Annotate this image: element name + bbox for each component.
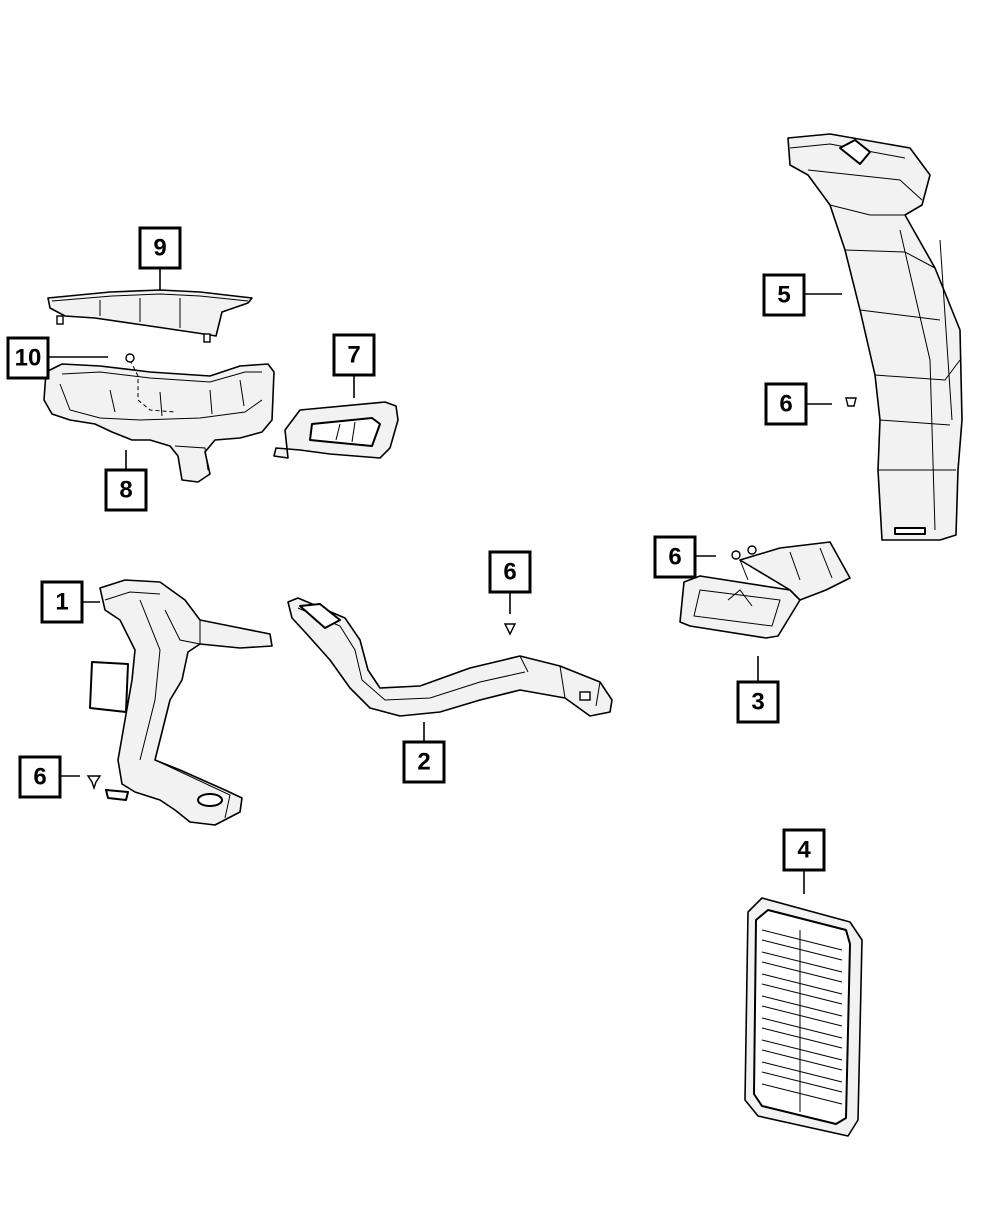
part-9-cover bbox=[47, 289, 253, 343]
callout-4-label: 4 bbox=[797, 837, 811, 864]
callout-3-label: 3 bbox=[751, 689, 764, 716]
callout-6-upper-right: 6 bbox=[764, 382, 808, 426]
callout-6-outlet-label: 6 bbox=[668, 544, 681, 571]
callout-7: 7 bbox=[332, 333, 376, 377]
callout-10-label: 10 bbox=[15, 345, 42, 372]
part-5-duct bbox=[787, 133, 963, 541]
callout-6-lower-left: 6 bbox=[18, 755, 62, 799]
callout-6-middle: 6 bbox=[488, 550, 532, 594]
callout-5: 5 bbox=[762, 273, 806, 317]
callout-6-middle-label: 6 bbox=[503, 559, 516, 586]
callout-5-label: 5 bbox=[777, 282, 790, 309]
fastener-6-top bbox=[845, 397, 857, 407]
callout-3: 3 bbox=[736, 680, 780, 724]
part-3-outlet bbox=[679, 541, 851, 639]
callout-8: 8 bbox=[104, 468, 148, 512]
part-7-bracket bbox=[273, 401, 399, 459]
part-8-housing bbox=[43, 353, 275, 483]
callout-6-upper-right-label: 6 bbox=[779, 391, 792, 418]
callout-6-outlet: 6 bbox=[653, 535, 697, 579]
callout-9: 9 bbox=[138, 226, 182, 270]
callout-4: 4 bbox=[782, 828, 826, 872]
callout-2-label: 2 bbox=[417, 749, 430, 776]
part-1-duct bbox=[89, 579, 273, 826]
callout-6-lower-left-label: 6 bbox=[33, 764, 46, 791]
callout-1-label: 1 bbox=[55, 589, 68, 616]
part-4-grille bbox=[744, 897, 863, 1137]
callout-1: 1 bbox=[40, 580, 84, 624]
fastener-6-set bbox=[86, 397, 857, 791]
callout-7-label: 7 bbox=[347, 342, 360, 369]
callout-2: 2 bbox=[402, 740, 446, 784]
callout-8-label: 8 bbox=[119, 477, 132, 504]
part-2-duct bbox=[287, 597, 613, 717]
grille-louvers bbox=[761, 929, 843, 1112]
callout-10: 10 bbox=[6, 336, 50, 380]
callout-9-label: 9 bbox=[153, 235, 166, 262]
